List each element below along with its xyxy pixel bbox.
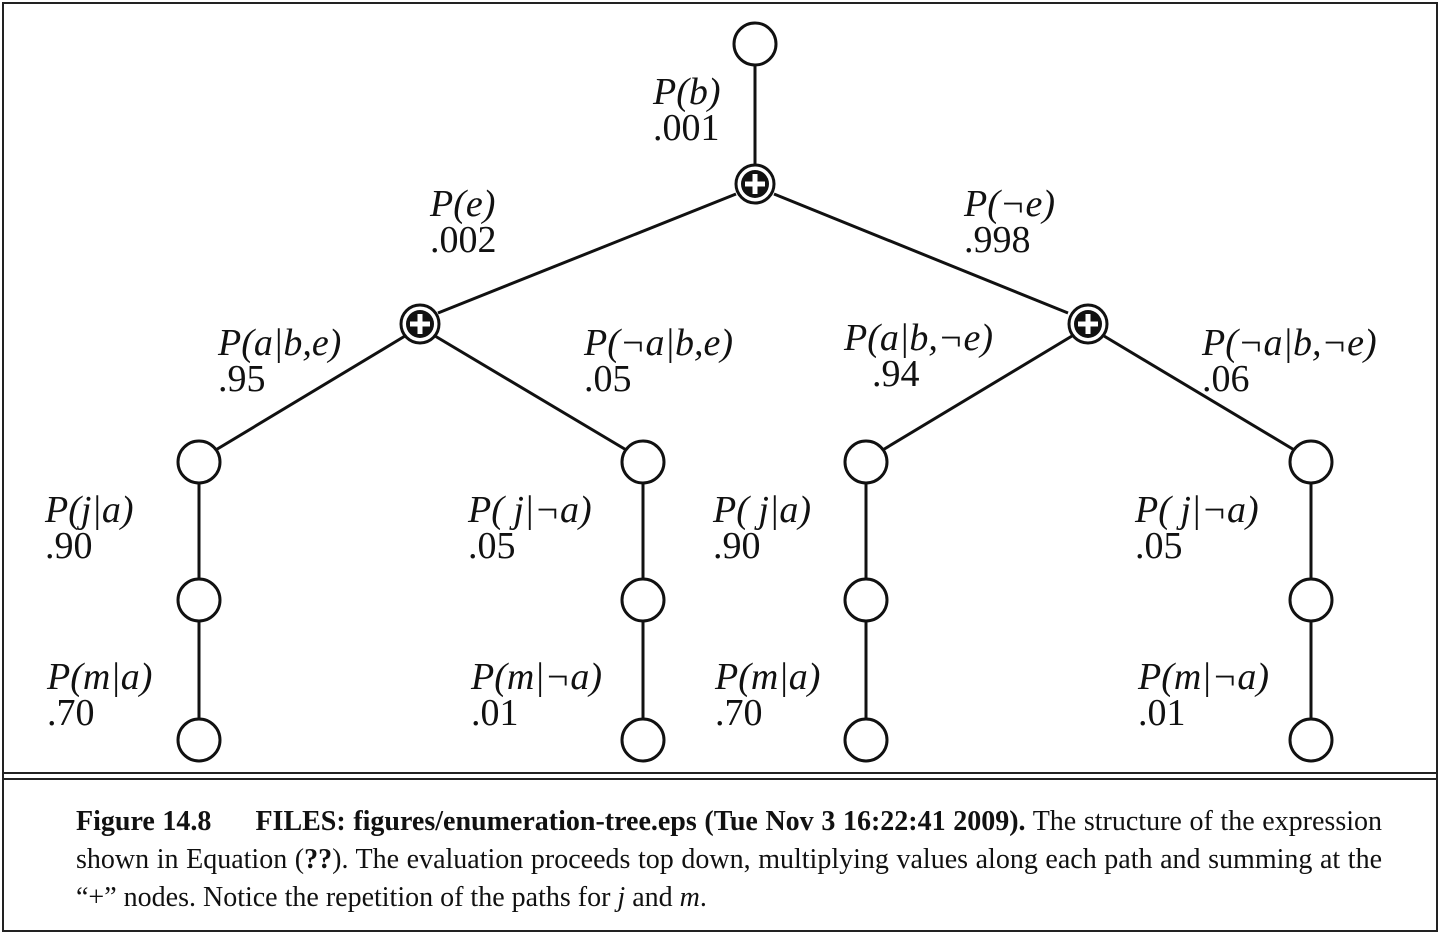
sum-node-e bbox=[399, 303, 441, 345]
edge-sum-e bbox=[437, 192, 737, 315]
label-p-not-e: P(¬e) .998 bbox=[964, 183, 1056, 261]
label-p-not-a-given-b-not-e-expr: P(¬a|b,¬e) bbox=[1202, 322, 1377, 364]
caption-text-2: ). The evaluation proceeds top down, mul… bbox=[76, 844, 1382, 913]
label-p-a-given-b-not-e-expr: P(a|b,¬e) bbox=[844, 317, 993, 359]
label-p-j-given-a-2-expr: P( j|a) bbox=[713, 489, 812, 531]
label-p-j-given-a-1-value: .90 bbox=[45, 525, 93, 567]
edge-sum-not-e bbox=[773, 192, 1069, 315]
label-p-not-e-expr: P(¬e) bbox=[964, 183, 1056, 225]
label-p-not-a-given-b-e: P(¬a|b,e) .05 bbox=[584, 322, 733, 400]
label-p-m-given-a-1-expr: P(m|a) bbox=[47, 656, 153, 698]
leaf-node-2 bbox=[620, 717, 666, 763]
label-p-b: P(b) .001 bbox=[653, 71, 721, 149]
label-p-j-given-a-2-value: .90 bbox=[713, 525, 761, 567]
node-j-1 bbox=[176, 577, 222, 623]
label-p-j-given-not-a-1-value: .05 bbox=[468, 525, 516, 567]
label-p-j-given-not-a-2-value: .05 bbox=[1135, 525, 1183, 567]
caption-files: FILES: figures/enumeration-tree.eps (Tue… bbox=[255, 806, 1026, 837]
enumeration-tree bbox=[176, 21, 1334, 763]
node-j-3 bbox=[843, 577, 889, 623]
node-j-4 bbox=[1288, 577, 1334, 623]
label-p-m-given-not-a-1-expr: P(m|¬a) bbox=[471, 656, 603, 698]
edge-not-e-not-a bbox=[1103, 334, 1297, 453]
label-p-a-given-b-e: P(a|b,e) .95 bbox=[218, 322, 342, 400]
caption-figure-number: Figure 14.8 bbox=[76, 806, 212, 837]
caption-ref: ?? bbox=[304, 844, 333, 875]
label-p-not-a-given-b-not-e-value: .06 bbox=[1202, 358, 1250, 400]
label-p-not-a-given-b-e-value: .05 bbox=[584, 358, 632, 400]
label-p-j-given-a-1: P(j|a) .90 bbox=[45, 489, 134, 567]
label-p-not-e-value: .998 bbox=[964, 219, 1031, 261]
node-not-a-b-not-e bbox=[1288, 439, 1334, 485]
label-p-not-a-given-b-e-expr: P(¬a|b,e) bbox=[584, 322, 733, 364]
caption-divider-bottom bbox=[4, 778, 1436, 780]
label-p-e-value: .002 bbox=[430, 219, 497, 261]
label-p-j-given-not-a-2-expr: P( j|¬a) bbox=[1135, 489, 1259, 531]
node-not-a-be bbox=[620, 439, 666, 485]
label-p-m-given-not-a-1-value: .01 bbox=[471, 692, 519, 734]
label-p-m-given-a-1-value: .70 bbox=[47, 692, 95, 734]
label-p-m-given-not-a-2: P(m|¬a) .01 bbox=[1138, 656, 1270, 734]
label-p-m-given-not-a-2-expr: P(m|¬a) bbox=[1138, 656, 1270, 698]
label-p-m-given-a-2: P(m|a) .70 bbox=[715, 656, 821, 734]
label-p-j-given-a-2: P( j|a) .90 bbox=[713, 489, 812, 567]
leaf-node-4 bbox=[1288, 717, 1334, 763]
edge-e-a bbox=[213, 334, 406, 453]
node-a-b-not-e bbox=[843, 439, 889, 485]
caption-text-1: The structure of the expression shown in… bbox=[76, 806, 1383, 875]
sum-node-not-e bbox=[1067, 303, 1109, 345]
label-p-m-given-a-1: P(m|a) .70 bbox=[47, 656, 153, 734]
label-p-e: P(e) .002 bbox=[430, 183, 497, 261]
label-p-b-expr: P(b) bbox=[653, 71, 721, 113]
label-p-a-given-b-e-value: .95 bbox=[218, 358, 266, 400]
label-p-j-given-a-1-expr: P(j|a) bbox=[45, 489, 134, 531]
edge-not-e-a bbox=[880, 334, 1073, 453]
leaf-node-3 bbox=[843, 717, 889, 763]
label-p-a-given-b-not-e-value: .94 bbox=[872, 353, 920, 395]
label-p-a-given-b-not-e: P(a|b,¬e) .94 bbox=[844, 317, 993, 395]
caption-divider-top bbox=[4, 772, 1436, 774]
edge-e-not-a bbox=[434, 334, 629, 453]
label-p-b-value: .001 bbox=[653, 107, 720, 149]
label-p-m-given-a-2-expr: P(m|a) bbox=[715, 656, 821, 698]
caption-text-and: and bbox=[625, 882, 680, 913]
label-p-e-expr: P(e) bbox=[430, 183, 496, 225]
label-p-m-given-not-a-2-value: .01 bbox=[1138, 692, 1186, 734]
label-p-j-given-not-a-2: P( j|¬a) .05 bbox=[1135, 489, 1259, 567]
label-p-not-a-given-b-not-e: P(¬a|b,¬e) .06 bbox=[1202, 322, 1377, 400]
node-a-be bbox=[176, 439, 222, 485]
caption-text-end: . bbox=[699, 882, 707, 913]
caption-var-m: m bbox=[679, 882, 700, 913]
leaf-node-1 bbox=[176, 717, 222, 763]
node-j-2 bbox=[620, 577, 666, 623]
sum-node-root bbox=[734, 163, 776, 205]
label-p-m-given-a-2-value: .70 bbox=[715, 692, 763, 734]
caption-var-j: j bbox=[617, 882, 626, 913]
figure-caption: Figure 14.8 FILES: figures/enumeration-tr… bbox=[76, 803, 1382, 917]
root-node bbox=[732, 21, 778, 67]
label-p-m-given-not-a-1: P(m|¬a) .01 bbox=[471, 656, 603, 734]
label-p-j-given-not-a-1: P( j|¬a) .05 bbox=[468, 489, 592, 567]
label-p-a-given-b-e-expr: P(a|b,e) bbox=[218, 322, 342, 364]
label-p-j-given-not-a-1-expr: P( j|¬a) bbox=[468, 489, 592, 531]
